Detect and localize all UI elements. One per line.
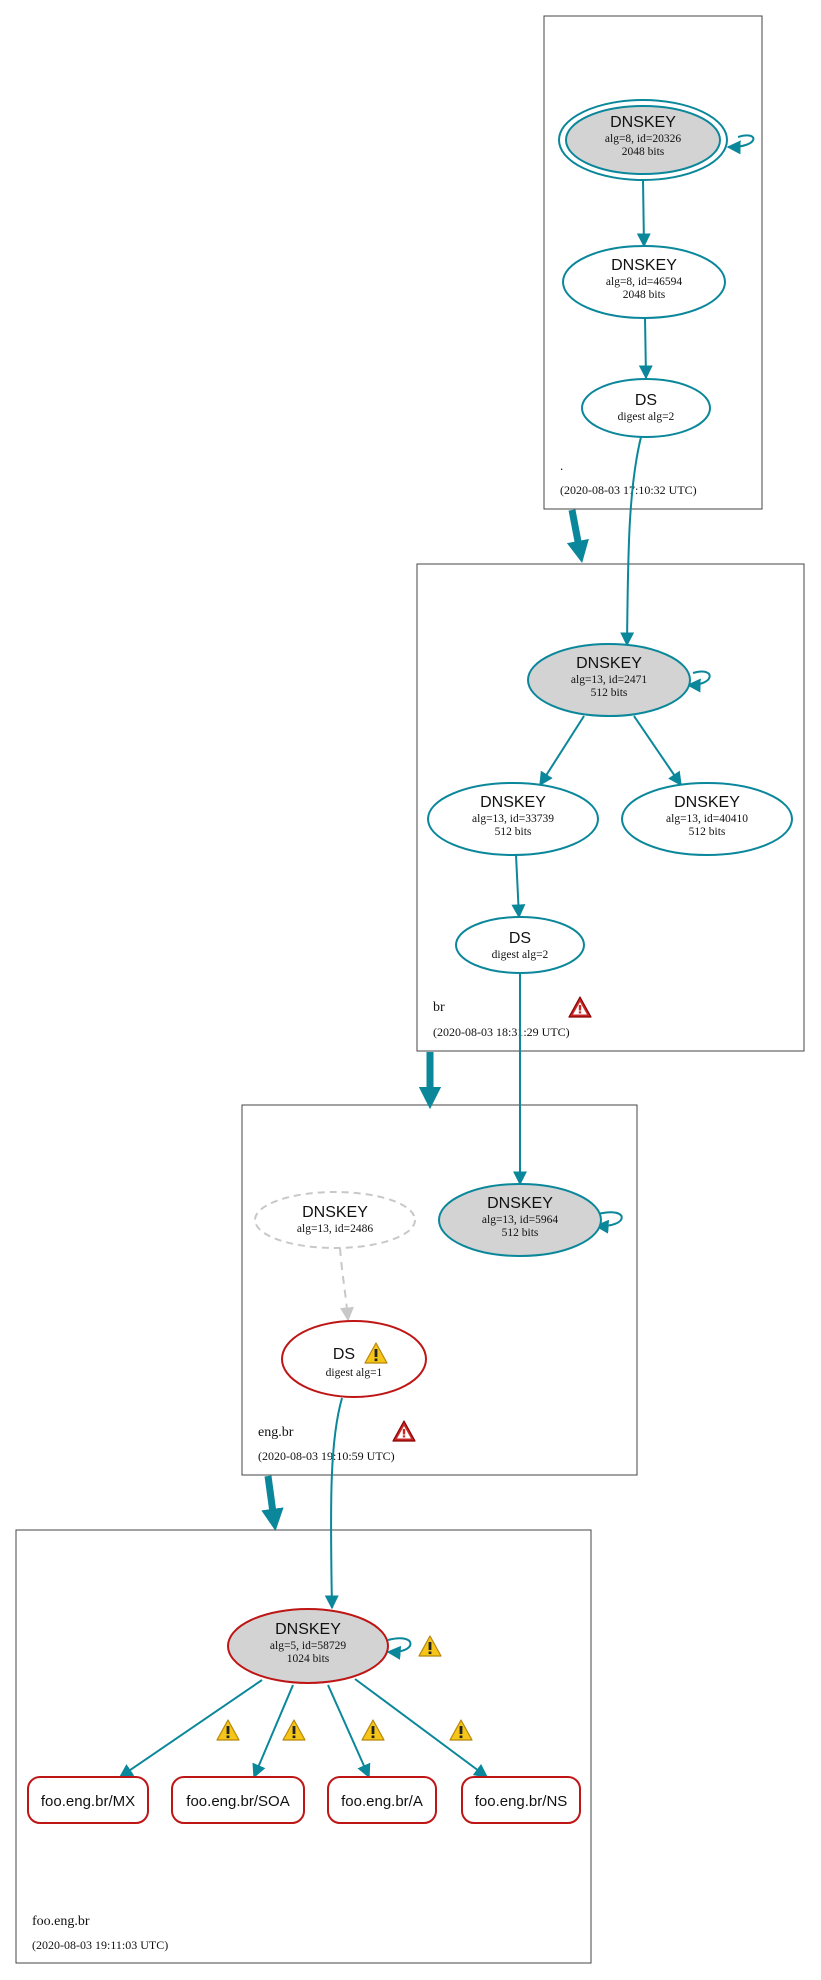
node-eng-missing-dnskey[interactable]: DNSKEY alg=13, id=2486: [254, 1191, 416, 1249]
node-root-ds-line1: digest alg=2: [618, 411, 675, 423]
edge-ns-warning-icon: [449, 1719, 473, 1741]
zone-br-name: br: [433, 1000, 445, 1015]
node-foo-ksk-title: DNSKEY: [275, 1621, 341, 1638]
zone-eng-error-icon: [392, 1420, 416, 1442]
zone-eng-timestamp: (2020-08-03 19:10:59 UTC): [258, 1449, 395, 1463]
zone-foo: foo.eng.br (2020-08-03 19:11:03 UTC): [15, 1529, 592, 1964]
zone-br-border: [416, 563, 805, 1052]
zone-br: br (2020-08-03 18:31:29 UTC): [416, 563, 805, 1052]
node-br-ds-title: DS: [509, 930, 531, 947]
edge-foo-ksk-mx: [118, 1679, 263, 1778]
edge-mx-warning-icon: [216, 1719, 240, 1741]
node-eng-missing-title: DNSKEY: [302, 1204, 368, 1221]
node-br-ksk-line2: 512 bits: [591, 687, 628, 699]
rrset-ns-label: foo.eng.br/NS: [475, 1793, 568, 1810]
edge-foo-ksk-ns: [354, 1678, 489, 1778]
node-root-ds[interactable]: DS digest alg=2: [581, 378, 711, 438]
zone-eng: eng.br (2020-08-03 19:10:59 UTC): [241, 1104, 638, 1476]
edge-eng-ds-foo-ksk: [324, 1397, 343, 1610]
foo-ksk-self-edge-warning-icon: [418, 1635, 442, 1657]
node-eng-ksk-line2: 512 bits: [502, 1227, 539, 1239]
rrset-a[interactable]: foo.eng.br/A: [327, 1776, 437, 1824]
node-br-zsk-40410[interactable]: DNSKEY alg=13, id=40410 512 bits: [621, 782, 793, 856]
edge-root-ksk-self: [726, 134, 755, 155]
node-eng-missing-line1: alg=13, id=2486: [297, 1223, 373, 1235]
node-foo-ksk-line1: alg=5, id=58729: [270, 1640, 346, 1652]
zone-br-error-icon: [568, 996, 592, 1018]
node-br-zsk1-line1: alg=13, id=33739: [472, 813, 554, 825]
node-root-zsk[interactable]: DNSKEY alg=8, id=46594 2048 bits: [562, 245, 726, 319]
edge-br-ksk-zsk1: [539, 715, 585, 787]
edge-soa-warning-icon: [282, 1719, 306, 1741]
node-br-ksk[interactable]: DNSKEY alg=13, id=2471 512 bits: [527, 643, 691, 717]
rrset-mx-label: foo.eng.br/MX: [41, 1793, 135, 1810]
edge-eng-ksk-self: [594, 1211, 623, 1234]
node-br-zsk2-title: DNSKEY: [674, 794, 740, 811]
node-br-zsk-33739[interactable]: DNSKEY alg=13, id=33739 512 bits: [427, 782, 599, 856]
edge-root-zsk-ds: [638, 316, 653, 380]
zone-root: . (2020-08-03 17:10:32 UTC): [543, 15, 763, 510]
node-root-ksk-line1: alg=8, id=20326: [605, 133, 681, 145]
zone-foo-name: foo.eng.br: [32, 1914, 90, 1929]
edge-foo-ksk-self: [386, 1637, 412, 1660]
zone-root-border: [543, 15, 763, 510]
delegation-arrows: [261, 509, 589, 1532]
node-root-ksk-title: DNSKEY: [610, 114, 676, 131]
delegation-arrow-eng-foo: [261, 1475, 284, 1532]
zone-eng-border: [241, 1104, 638, 1476]
edge-root-ksk-zsk: [636, 179, 651, 248]
node-eng-ds[interactable]: DS digest alg=1: [281, 1320, 427, 1398]
rrset-a-label: foo.eng.br/A: [341, 1793, 423, 1810]
node-br-ds[interactable]: DS digest alg=2: [455, 916, 585, 974]
edge-root-ds-br-ksk: [620, 436, 642, 647]
node-br-ksk-title: DNSKEY: [576, 655, 642, 672]
edges: [118, 134, 755, 1779]
rrset-ns[interactable]: foo.eng.br/NS: [461, 1776, 581, 1824]
edge-br-ksk-zsk2: [633, 715, 682, 787]
node-root-zsk-line2: 2048 bits: [623, 289, 666, 301]
node-br-zsk2-line2: 512 bits: [689, 826, 726, 838]
node-eng-ds-line1: digest alg=1: [326, 1367, 383, 1379]
delegation-arrow-root-br: [566, 509, 589, 564]
node-foo-ksk[interactable]: DNSKEY alg=5, id=58729 1024 bits: [227, 1608, 389, 1684]
edge-foo-ksk-a: [327, 1684, 371, 1779]
node-eng-ksk[interactable]: DNSKEY alg=13, id=5964 512 bits: [438, 1183, 602, 1257]
node-br-zsk1-title: DNSKEY: [480, 794, 546, 811]
node-br-ds-line1: digest alg=2: [492, 949, 549, 961]
zone-root-timestamp: (2020-08-03 17:10:32 UTC): [560, 483, 697, 497]
node-br-zsk2-line1: alg=13, id=40410: [666, 813, 748, 825]
node-root-ksk-line2: 2048 bits: [622, 146, 665, 158]
node-root-zsk-line1: alg=8, id=46594: [606, 276, 682, 288]
edge-a-warning-icon: [361, 1719, 385, 1741]
node-root-ksk[interactable]: DNSKEY alg=8, id=20326 2048 bits: [558, 99, 728, 181]
rrset-soa-label: foo.eng.br/SOA: [186, 1793, 289, 1810]
edge-br-zsk1-ds: [511, 854, 526, 919]
node-root-ds-title: DS: [635, 392, 657, 409]
node-br-ksk-line1: alg=13, id=2471: [571, 674, 647, 686]
edge-br-ksk-self: [686, 670, 711, 693]
node-br-zsk1-line2: 512 bits: [495, 826, 532, 838]
edge-foo-ksk-soa: [252, 1684, 294, 1779]
rrset-soa[interactable]: foo.eng.br/SOA: [171, 1776, 305, 1824]
node-eng-ds-title: DS: [333, 1346, 355, 1363]
node-eng-ksk-line1: alg=13, id=5964: [482, 1214, 558, 1226]
node-root-zsk-title: DNSKEY: [611, 257, 677, 274]
zone-eng-name: eng.br: [258, 1425, 294, 1440]
edge-eng-missing-key-ds: [339, 1247, 354, 1322]
zone-root-name: .: [560, 458, 563, 473]
rrset-mx[interactable]: foo.eng.br/MX: [27, 1776, 149, 1824]
node-foo-ksk-line2: 1024 bits: [287, 1653, 330, 1665]
zone-foo-border: [15, 1529, 592, 1964]
node-eng-ksk-title: DNSKEY: [487, 1195, 553, 1212]
zone-foo-timestamp: (2020-08-03 19:11:03 UTC): [32, 1938, 168, 1952]
zone-br-timestamp: (2020-08-03 18:31:29 UTC): [433, 1025, 570, 1039]
